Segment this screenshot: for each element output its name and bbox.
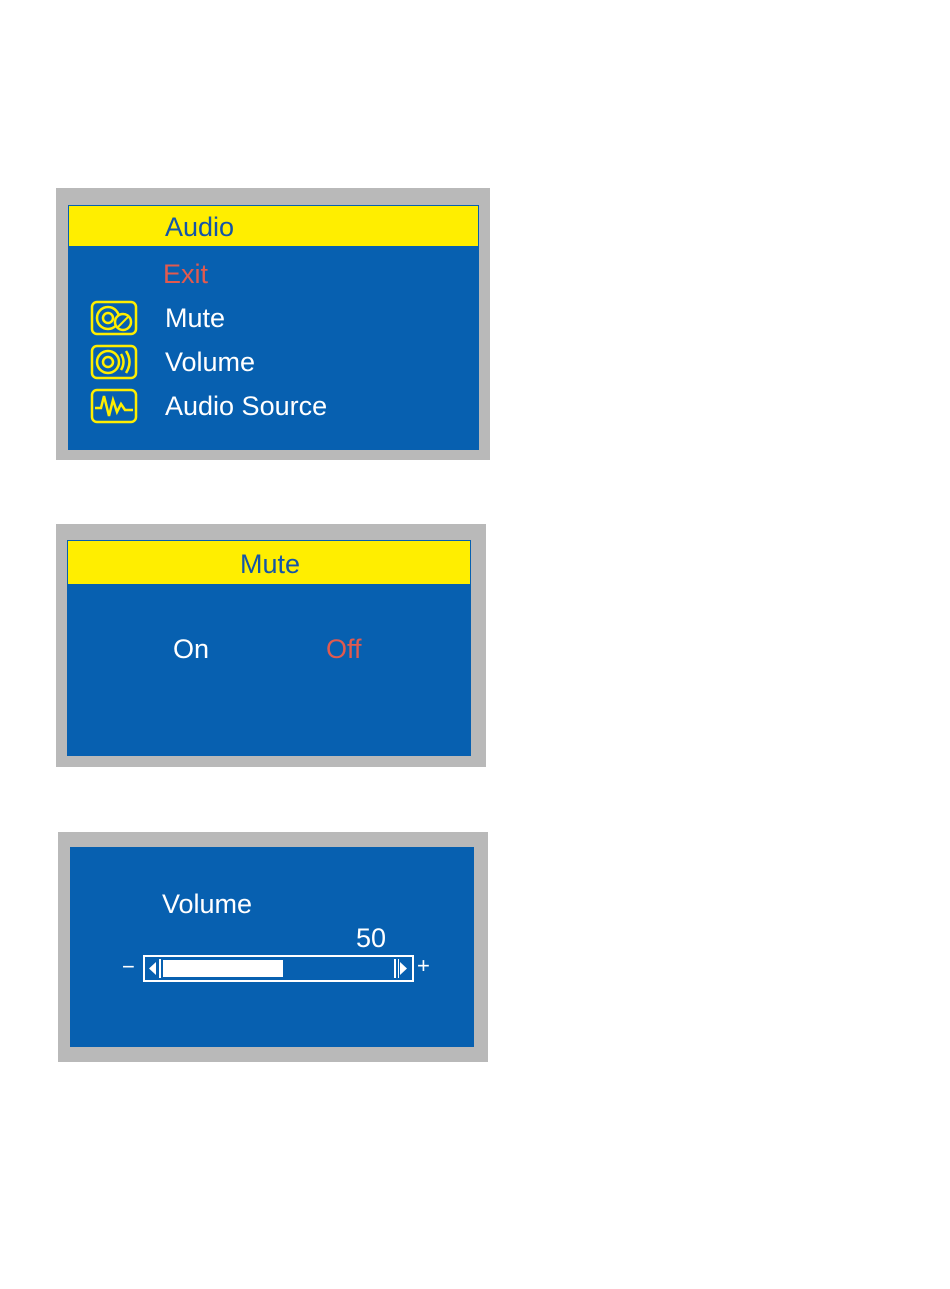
mute-on-option[interactable]: On <box>173 636 209 663</box>
audio-source-menu-item[interactable]: Audio Source <box>88 386 388 426</box>
waveform-icon <box>90 388 138 424</box>
volume-menu-panel <box>70 847 474 1047</box>
mute-off-option[interactable]: Off <box>326 636 362 663</box>
mute-menu-item[interactable]: Mute <box>88 298 388 338</box>
triangle-left-icon <box>147 959 159 978</box>
slider-track[interactable] <box>163 959 392 978</box>
speaker-volume-icon <box>90 344 138 380</box>
slider-left-arrow-icon[interactable] <box>147 959 161 978</box>
audio-menu-title-bar <box>69 206 478 246</box>
volume-menu-label: Volume <box>165 349 255 376</box>
volume-menu-item[interactable]: Volume <box>88 342 388 382</box>
mute-menu-title: Mute <box>240 551 300 578</box>
slider-right-arrow-icon[interactable] <box>394 959 410 978</box>
volume-value: 50 <box>356 925 386 952</box>
triangle-right-icon <box>396 959 410 978</box>
audio-menu-title: Audio <box>165 214 234 241</box>
exit-menu-item[interactable]: Exit <box>163 261 208 288</box>
volume-decrease-button[interactable]: − <box>122 956 135 978</box>
speaker-mute-icon <box>90 300 138 336</box>
volume-increase-button[interactable]: + <box>417 955 430 977</box>
volume-label: Volume <box>162 891 252 918</box>
mute-menu-label: Mute <box>165 305 225 332</box>
volume-slider[interactable] <box>143 955 414 982</box>
slider-fill <box>163 960 283 977</box>
audio-source-menu-label: Audio Source <box>165 393 327 420</box>
